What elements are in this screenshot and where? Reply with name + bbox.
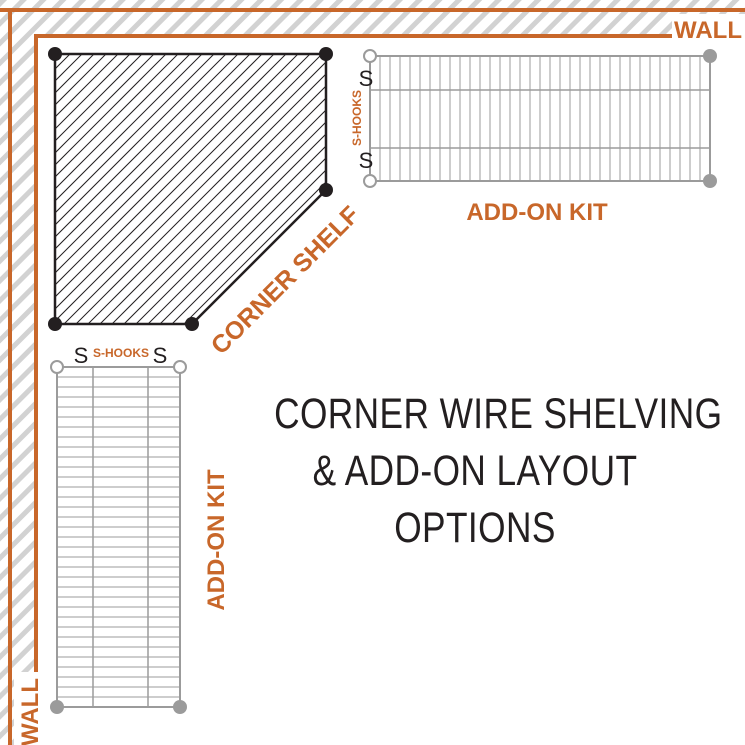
shelf-wire: [263, 54, 326, 324]
shelf-wire: [251, 54, 326, 324]
shelf-wire: [55, 54, 229, 324]
corner-shelf-label: CORNER SHELF: [206, 201, 365, 360]
shelf-wire: [55, 54, 301, 324]
wall-left-label: WALL: [17, 678, 44, 745]
addon-post: [703, 49, 717, 63]
diagram-title: CORNER WIRE SHELVING & ADD-ON LAYOUT OPT…: [274, 386, 723, 557]
wall-left-outer-line: [8, 8, 12, 745]
shelf-wire: [119, 54, 326, 324]
wall-top-label: WALL: [674, 17, 742, 44]
s-hook-icon: S: [153, 343, 168, 368]
corner-post: [319, 183, 333, 197]
shelf-wire: [59, 54, 326, 324]
corner-post: [185, 317, 199, 331]
shelf-wire: [55, 54, 313, 324]
addon-right-label: ADD-ON KIT: [466, 199, 608, 226]
shelf-wire: [55, 54, 277, 324]
shelf-wire: [83, 54, 326, 324]
title-line-2: & ADD-ON LAYOUT: [312, 447, 638, 495]
shelf-wire: [167, 54, 326, 324]
addon-bottom-label: ADD-ON KIT: [203, 469, 230, 611]
shelf-wire: [55, 54, 193, 324]
shelf-wire: [191, 54, 326, 324]
wall-top: [0, 0, 745, 38]
shelf-wire: [55, 54, 326, 324]
shelf-wire: [71, 54, 326, 324]
s-hooks-bottom-label: S-HOOKS: [93, 346, 149, 360]
addon-post-open: [363, 174, 377, 188]
shelf-wire: [55, 54, 145, 324]
shelf-wire: [107, 54, 326, 324]
shelf-wire: [203, 54, 326, 324]
shelf-wire: [396, 40, 696, 340]
corner-post: [319, 47, 333, 61]
wall-left: [0, 0, 38, 745]
addon-post-open: [50, 360, 64, 374]
shelf-wire: [131, 54, 326, 324]
wall-top-outer-line: [0, 8, 745, 12]
shelf-wire: [95, 54, 326, 324]
shelf-wire: [55, 54, 241, 324]
shelf-wire: [55, 54, 181, 324]
wall-top-label-bg: [672, 14, 745, 46]
shelf-wire: [55, 54, 109, 324]
shelf-wire: [55, 54, 121, 324]
shelf-wire: [55, 54, 205, 324]
shelf-wire: [348, 40, 648, 340]
addon-post-open: [363, 49, 377, 63]
shelf-wire: [55, 54, 157, 324]
shelf-wire: [55, 54, 169, 324]
corner-post: [48, 317, 62, 331]
title-line-1: CORNER WIRE SHELVING: [274, 390, 723, 438]
corner-shelf: [48, 40, 696, 340]
shelf-wire: [372, 40, 672, 340]
shelf-wire: [143, 54, 326, 324]
shelf-wire: [55, 54, 265, 324]
shelf-wire: [55, 54, 217, 324]
addon-post: [50, 700, 64, 714]
wall-left-label-bg: [14, 672, 46, 745]
corner-post: [48, 47, 62, 61]
addon-shelf-bottom: [50, 360, 187, 714]
addon-shelf-right: [363, 49, 717, 188]
shelf-wire: [55, 54, 289, 324]
addon-post-open: [173, 360, 187, 374]
s-hook-icon: S: [359, 66, 374, 91]
shelf-wire: [384, 40, 684, 340]
shelf-wire: [336, 40, 636, 340]
shelf-wire: [311, 54, 326, 324]
shelf-wire: [55, 54, 326, 324]
shelf-wire: [55, 54, 133, 324]
addon-post: [173, 700, 187, 714]
shelf-wire: [55, 54, 253, 324]
s-hook-icon: S: [359, 148, 374, 173]
s-hooks-right-label: S-HOOKS: [350, 90, 364, 146]
shelf-wire: [55, 54, 325, 324]
shelf-wire: [155, 54, 326, 324]
s-hook-icon: S: [74, 343, 89, 368]
title-line-3: OPTIONS: [394, 504, 556, 552]
addon-post: [703, 174, 717, 188]
